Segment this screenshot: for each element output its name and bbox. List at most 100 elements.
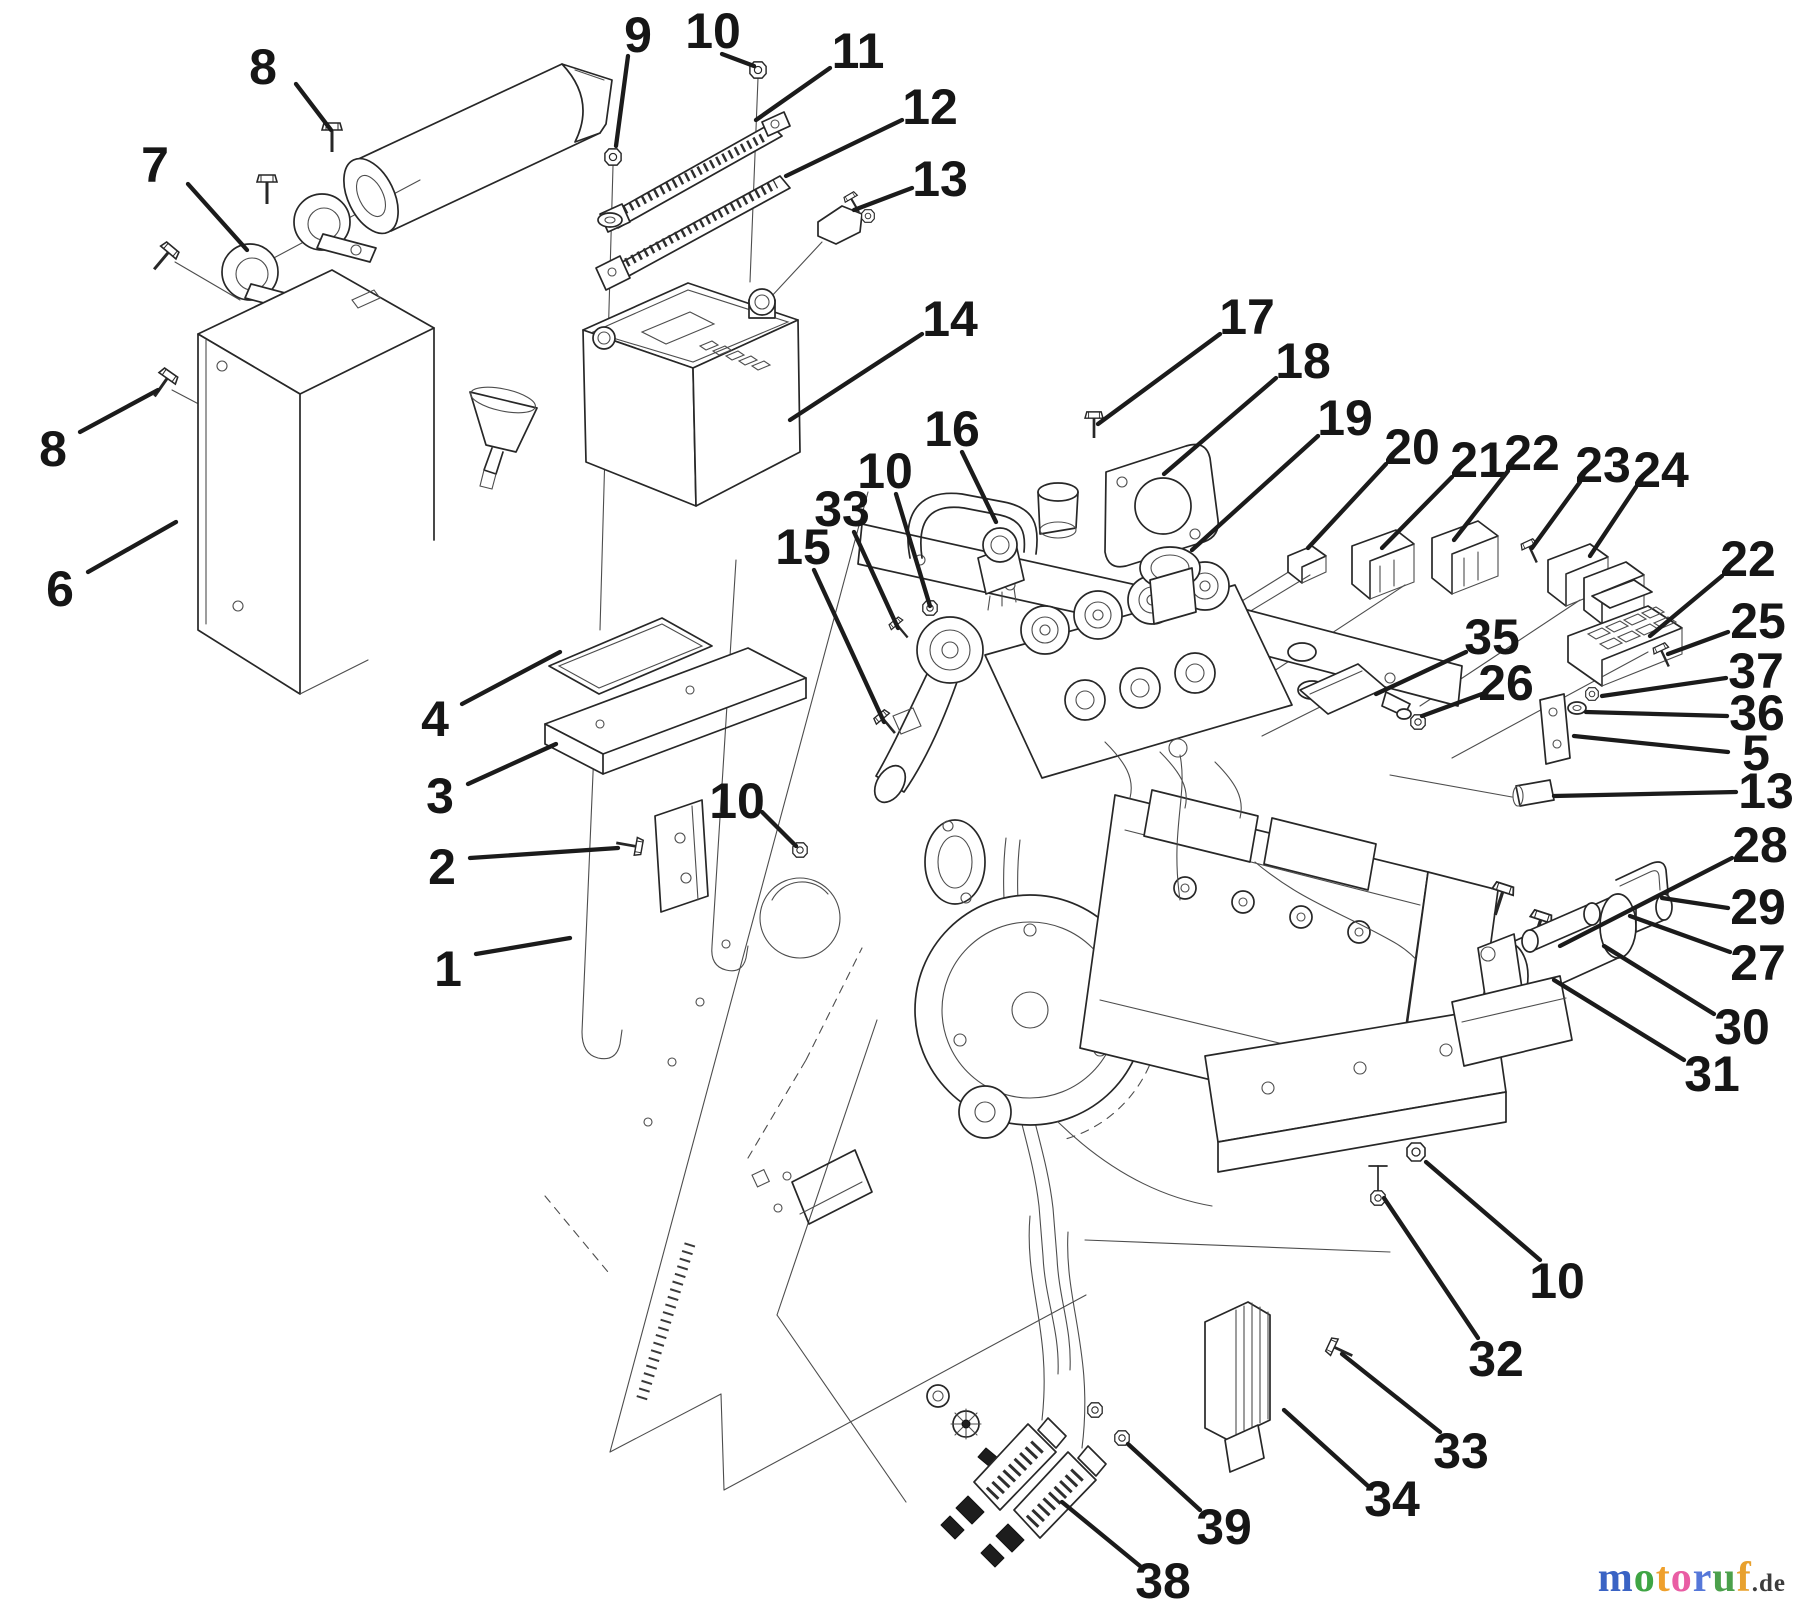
leader-36 [1583, 709, 1730, 719]
leader-28 [1557, 855, 1735, 949]
spark-plug-leads-drawing [926, 1215, 1130, 1568]
leader-25 [1665, 629, 1731, 657]
callout-23: 23 [1575, 437, 1631, 493]
callout-10-mid1: 10 [857, 443, 913, 499]
leader-12 [783, 117, 905, 179]
leader-26 [1419, 691, 1485, 719]
leader-13-top [851, 185, 915, 213]
callout-15: 15 [775, 519, 831, 575]
bracket-hardware-drawing [1512, 687, 1599, 807]
logo-letter: o [1670, 1555, 1693, 1601]
callout-16: 16 [924, 401, 980, 457]
callout-1: 1 [434, 941, 462, 997]
leader-31 [1551, 977, 1687, 1063]
chassis-panel-drawing [544, 491, 1087, 1503]
callout-7: 7 [141, 137, 169, 193]
callout-3: 3 [426, 768, 454, 824]
callout-17: 17 [1219, 289, 1275, 345]
fuel-gauge-flange-drawing [1083, 410, 1220, 625]
callout-5: 5 [1742, 725, 1770, 781]
callout-34: 34 [1364, 1471, 1420, 1527]
leader-9 [613, 53, 631, 149]
leader-29 [1659, 895, 1731, 911]
callout-21: 21 [1450, 432, 1506, 488]
callout-2: 2 [428, 839, 456, 895]
leader-17 [1095, 331, 1223, 427]
callout-22-b: 22 [1720, 531, 1776, 587]
callout-10-top: 10 [685, 3, 741, 59]
callout-20: 20 [1384, 419, 1440, 475]
leader-22-b [1647, 573, 1725, 639]
ignition-switch-drawing [977, 527, 1025, 611]
callout-8-left: 8 [39, 421, 67, 477]
leader-14 [787, 331, 925, 423]
callout-36: 36 [1729, 685, 1785, 741]
leader-32 [1381, 1195, 1481, 1341]
leader-35 [1373, 649, 1469, 697]
voltage-regulator-drawing [1204, 1301, 1358, 1473]
leader-33-mid [851, 529, 901, 631]
callout-22-a: 22 [1504, 425, 1560, 481]
mount-hardware-drawing [1368, 1142, 1426, 1206]
callout-10-mid2: 10 [709, 773, 765, 829]
leader-20 [1305, 461, 1389, 551]
callout-33-br: 33 [1433, 1423, 1489, 1479]
leader-10-mid2 [759, 809, 799, 849]
logo-letter: t [1655, 1555, 1671, 1601]
logo-letter: u [1712, 1555, 1737, 1601]
leader-16 [959, 449, 999, 525]
logo-letter: r [1692, 1555, 1713, 1601]
callout-35: 35 [1464, 609, 1520, 665]
leader-7 [185, 181, 250, 253]
battery-bracket-drawing [613, 799, 709, 913]
motoruf-logo: motoruf.de [1598, 1557, 1786, 1599]
callout-14: 14 [922, 291, 978, 347]
muffler-canister-drawing [343, 63, 613, 235]
leader-15 [811, 567, 887, 725]
callout-27: 27 [1730, 935, 1786, 991]
battery-terminal-clamp-drawing [817, 189, 875, 245]
funnel-drawing [469, 386, 538, 490]
callout-30: 30 [1714, 999, 1770, 1055]
leader-8-left [77, 387, 161, 435]
callout-25: 25 [1730, 593, 1786, 649]
battery-drawing [582, 282, 801, 507]
starter-motor-drawing [1451, 861, 1673, 1067]
leader-21 [1379, 474, 1455, 551]
leader-5 [1571, 733, 1731, 755]
leader-38 [1059, 1499, 1143, 1569]
leader-18 [1161, 375, 1279, 477]
leader-30 [1601, 943, 1717, 1017]
leader-10-mid1 [893, 491, 933, 609]
leader-27 [1627, 913, 1733, 955]
leader-34 [1281, 1407, 1371, 1489]
callout-26: 26 [1478, 655, 1534, 711]
callout-39: 39 [1196, 1499, 1252, 1555]
callout-33-mid: 33 [814, 481, 870, 537]
callout-13-top: 13 [912, 151, 968, 207]
leader-10-br [1423, 1159, 1543, 1263]
leader-37 [1599, 675, 1729, 699]
leader-6 [85, 519, 179, 575]
battery-cover-drawing [197, 269, 435, 695]
leader-13-right [1551, 789, 1739, 799]
callout-10-br: 10 [1529, 1253, 1585, 1309]
leader-11 [753, 65, 833, 123]
logo-letter: m [1597, 1555, 1634, 1601]
leader-39 [1125, 1441, 1203, 1513]
logo-letter: f [1736, 1555, 1752, 1601]
leader-23 [1529, 479, 1583, 551]
logo-suffix: .de [1751, 1570, 1786, 1597]
callout-31: 31 [1684, 1046, 1740, 1102]
callout-18: 18 [1275, 333, 1331, 389]
callout-12: 12 [902, 79, 958, 135]
battery-holddown-drawing [595, 61, 791, 291]
logo-letter: o [1633, 1555, 1656, 1601]
callout-6: 6 [46, 561, 74, 617]
callout-28: 28 [1732, 817, 1788, 873]
logo-wordmark: motoruf [1598, 1555, 1752, 1601]
callout-24: 24 [1633, 442, 1689, 498]
